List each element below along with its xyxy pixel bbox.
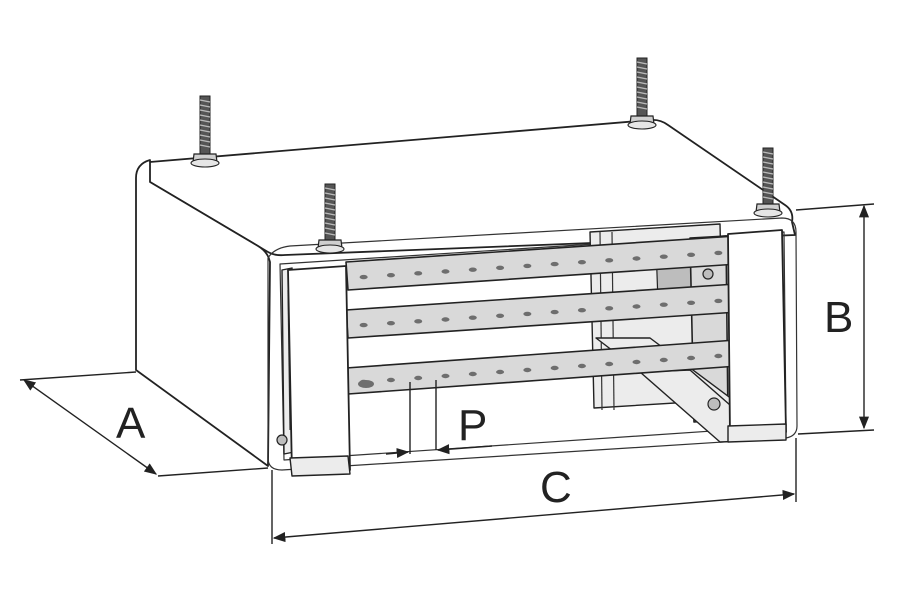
rail-hole — [386, 273, 395, 278]
label-c: C — [540, 463, 572, 512]
rail-hole — [714, 298, 723, 304]
rail-hole — [441, 269, 450, 274]
rail-hole — [687, 300, 696, 305]
leveling-bolt — [627, 57, 657, 130]
box-left-face — [135, 159, 271, 467]
rail-hole — [577, 363, 586, 369]
rail-hole — [468, 267, 477, 272]
dimension-b: B — [795, 203, 875, 435]
rail-hole — [605, 361, 614, 367]
front-post-right — [727, 229, 787, 437]
fastener-right — [707, 397, 721, 411]
front-post-left-foot — [289, 455, 351, 477]
rail-hole — [550, 261, 559, 267]
rail-hole — [441, 373, 450, 379]
rail-hole — [386, 321, 395, 326]
rail-hole — [523, 367, 532, 373]
leveling-bolt — [753, 147, 783, 218]
rail-hole — [577, 260, 586, 265]
front-frame — [267, 217, 798, 471]
rail-hole — [496, 369, 505, 375]
rail-hole — [577, 308, 586, 313]
rail-hole — [386, 377, 395, 383]
leveling-bolt — [190, 95, 220, 168]
label-b: B — [824, 293, 853, 342]
rail-hole — [550, 365, 559, 371]
rail-hole — [359, 274, 368, 280]
rail-slot — [358, 380, 374, 388]
rail-hole — [523, 263, 532, 269]
rail-hole — [414, 319, 423, 324]
rail-hole — [632, 359, 641, 365]
rail-holes — [358, 250, 723, 388]
rail-hole — [468, 371, 477, 377]
rail-hole — [714, 250, 723, 256]
rail-hole — [468, 315, 477, 320]
rail-hole — [687, 252, 696, 257]
label-a: A — [116, 399, 146, 448]
rail-hole — [359, 322, 368, 328]
fastener-left — [276, 434, 288, 446]
rail-hole — [659, 254, 668, 259]
dimension-c: C — [271, 438, 797, 544]
rail-hole — [687, 355, 696, 361]
fastener-right-2 — [702, 268, 714, 280]
rail-hole — [496, 313, 505, 318]
rail-hole — [523, 311, 532, 317]
front-post-left — [287, 265, 351, 475]
rail-hole — [496, 265, 505, 270]
rail-hole — [714, 353, 723, 359]
dimension-p: P — [385, 380, 493, 459]
front-post-right-foot — [727, 423, 787, 443]
label-p: P — [458, 401, 487, 450]
rail-hole — [414, 375, 423, 381]
rail-hole — [632, 256, 641, 261]
rail-hole — [605, 306, 614, 311]
rail-hole — [659, 357, 668, 363]
rail-hole — [605, 258, 614, 263]
rail-hole — [441, 317, 450, 322]
rail-hole — [632, 304, 641, 309]
dimension-a: A — [19, 371, 269, 477]
leveling-bolt — [315, 183, 345, 254]
rail-hole — [550, 309, 559, 315]
rail-hole — [414, 271, 423, 276]
rail-hole — [659, 302, 668, 307]
leveling-bolts — [190, 57, 783, 254]
